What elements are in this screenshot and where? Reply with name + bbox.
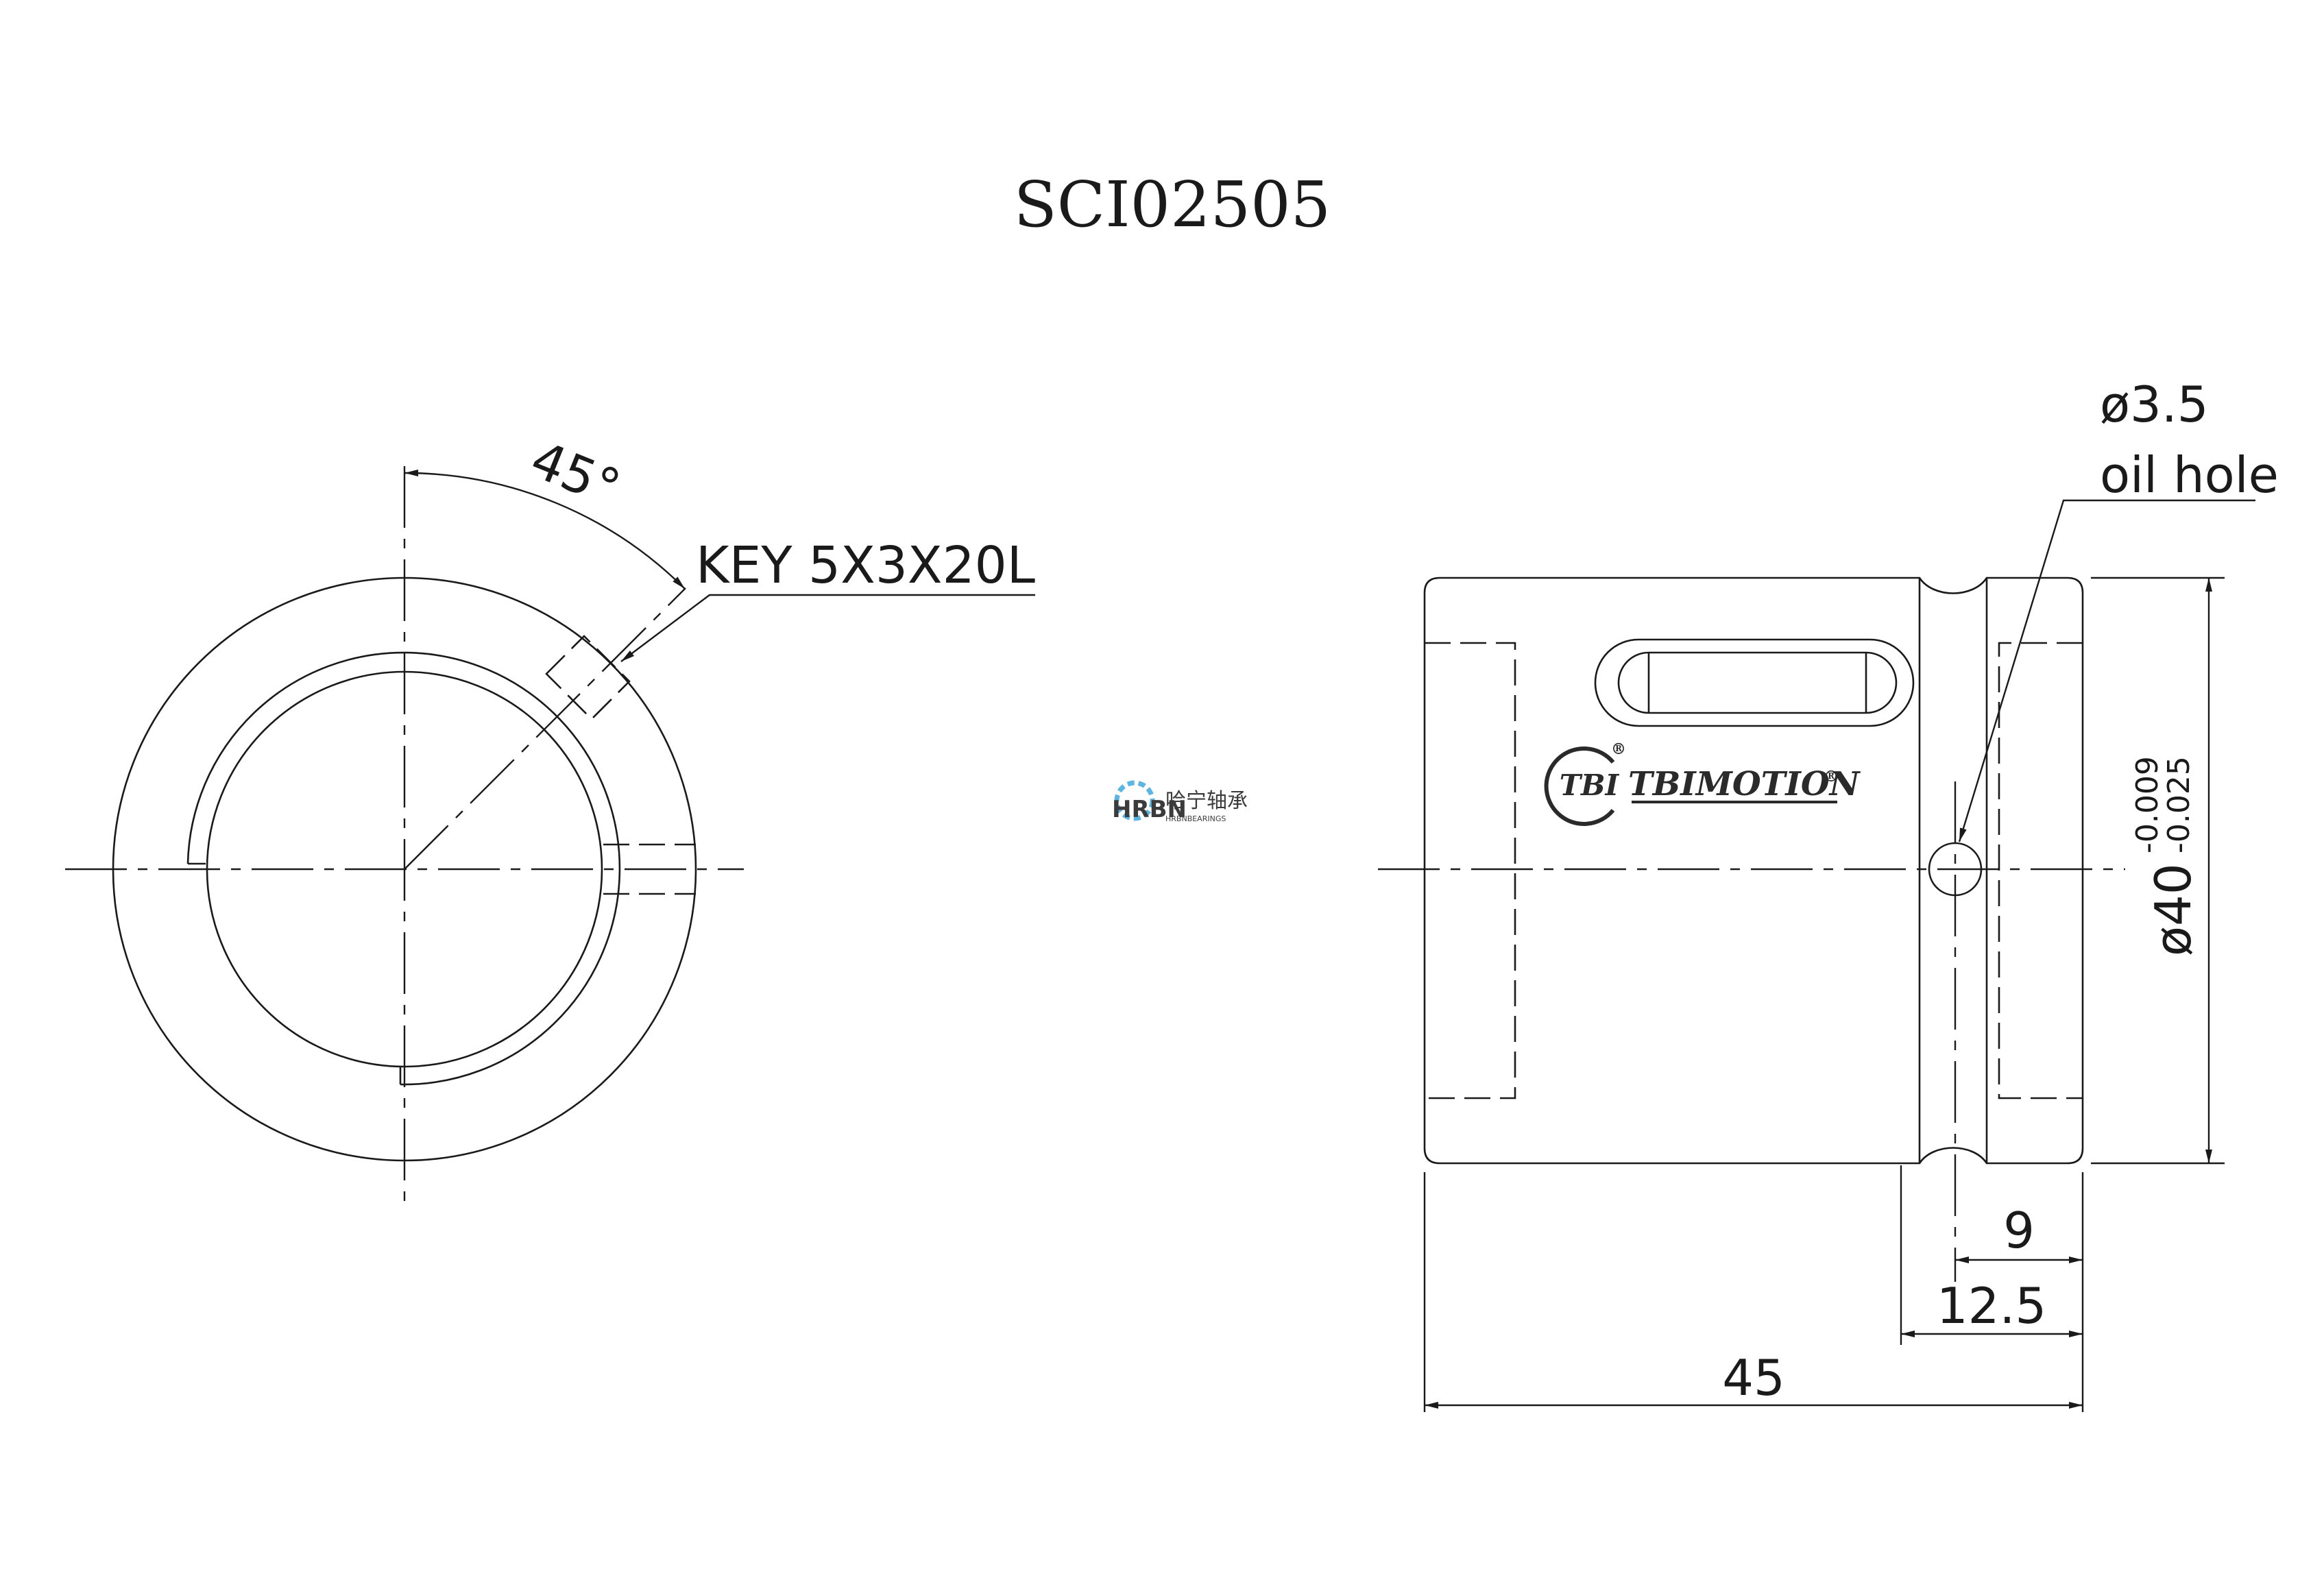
left-bore-step <box>1425 642 1516 1100</box>
gear-icon <box>1114 780 1155 821</box>
key-slot-outer <box>1594 638 1915 727</box>
diameter-label: ø40 -0.009 -0.025 <box>2130 756 2202 956</box>
tbi-logo: TBI ® TBIMOTION ® <box>1544 740 1861 826</box>
body-outline <box>1423 576 2084 1165</box>
logo-ring <box>1544 746 1615 826</box>
logo-text: TBIMOTION <box>1628 765 1861 803</box>
logo-text-reg: ® <box>1824 768 1839 786</box>
dim-45-label: 45 <box>1722 1349 1785 1407</box>
key-slot-inner <box>1617 651 1898 714</box>
oil-hole-label: oil hole <box>2100 446 2279 504</box>
drawing-title: SCI02505 <box>1014 168 1331 241</box>
angle-dimension-arc <box>404 469 686 590</box>
watermark-latin: HRBN <box>1112 796 1187 823</box>
key-leader <box>620 594 1035 662</box>
angle-label: 45° <box>522 430 628 518</box>
logo-badge: TBI <box>1560 768 1620 802</box>
key-outline <box>545 635 631 720</box>
logo-badge-reg: ® <box>1611 740 1626 758</box>
diameter-main: ø40 <box>2144 863 2202 956</box>
dim-9-label: 9 <box>2003 1202 2035 1259</box>
dim-12-5-label: 12.5 <box>1937 1277 2046 1335</box>
watermark-chinese: 哈宁轴承 <box>1165 789 1248 813</box>
watermark-sub: HRBNBEARINGS <box>1165 814 1226 823</box>
side-view: TBI ® TBIMOTION ® ø3.5 oil hole ø40 -0.0… <box>1378 376 2279 1412</box>
right-bore-step <box>1998 642 2083 1100</box>
tolerance-upper: -0.009 <box>2130 756 2165 853</box>
end-view: 45° KEY 5X3X20L <box>65 430 1035 1210</box>
oil-hole-leader <box>1958 499 2255 842</box>
hrbn-watermark: HRBN 哈宁轴承 HRBNBEARINGS <box>1112 780 1248 823</box>
centerline-45 <box>404 587 686 870</box>
inner-bore-ring <box>186 651 621 1086</box>
key-label: KEY 5X3X20L <box>696 536 1035 595</box>
oil-hole-diameter: ø3.5 <box>2100 376 2209 433</box>
tolerance-lower: -0.025 <box>2162 756 2196 853</box>
